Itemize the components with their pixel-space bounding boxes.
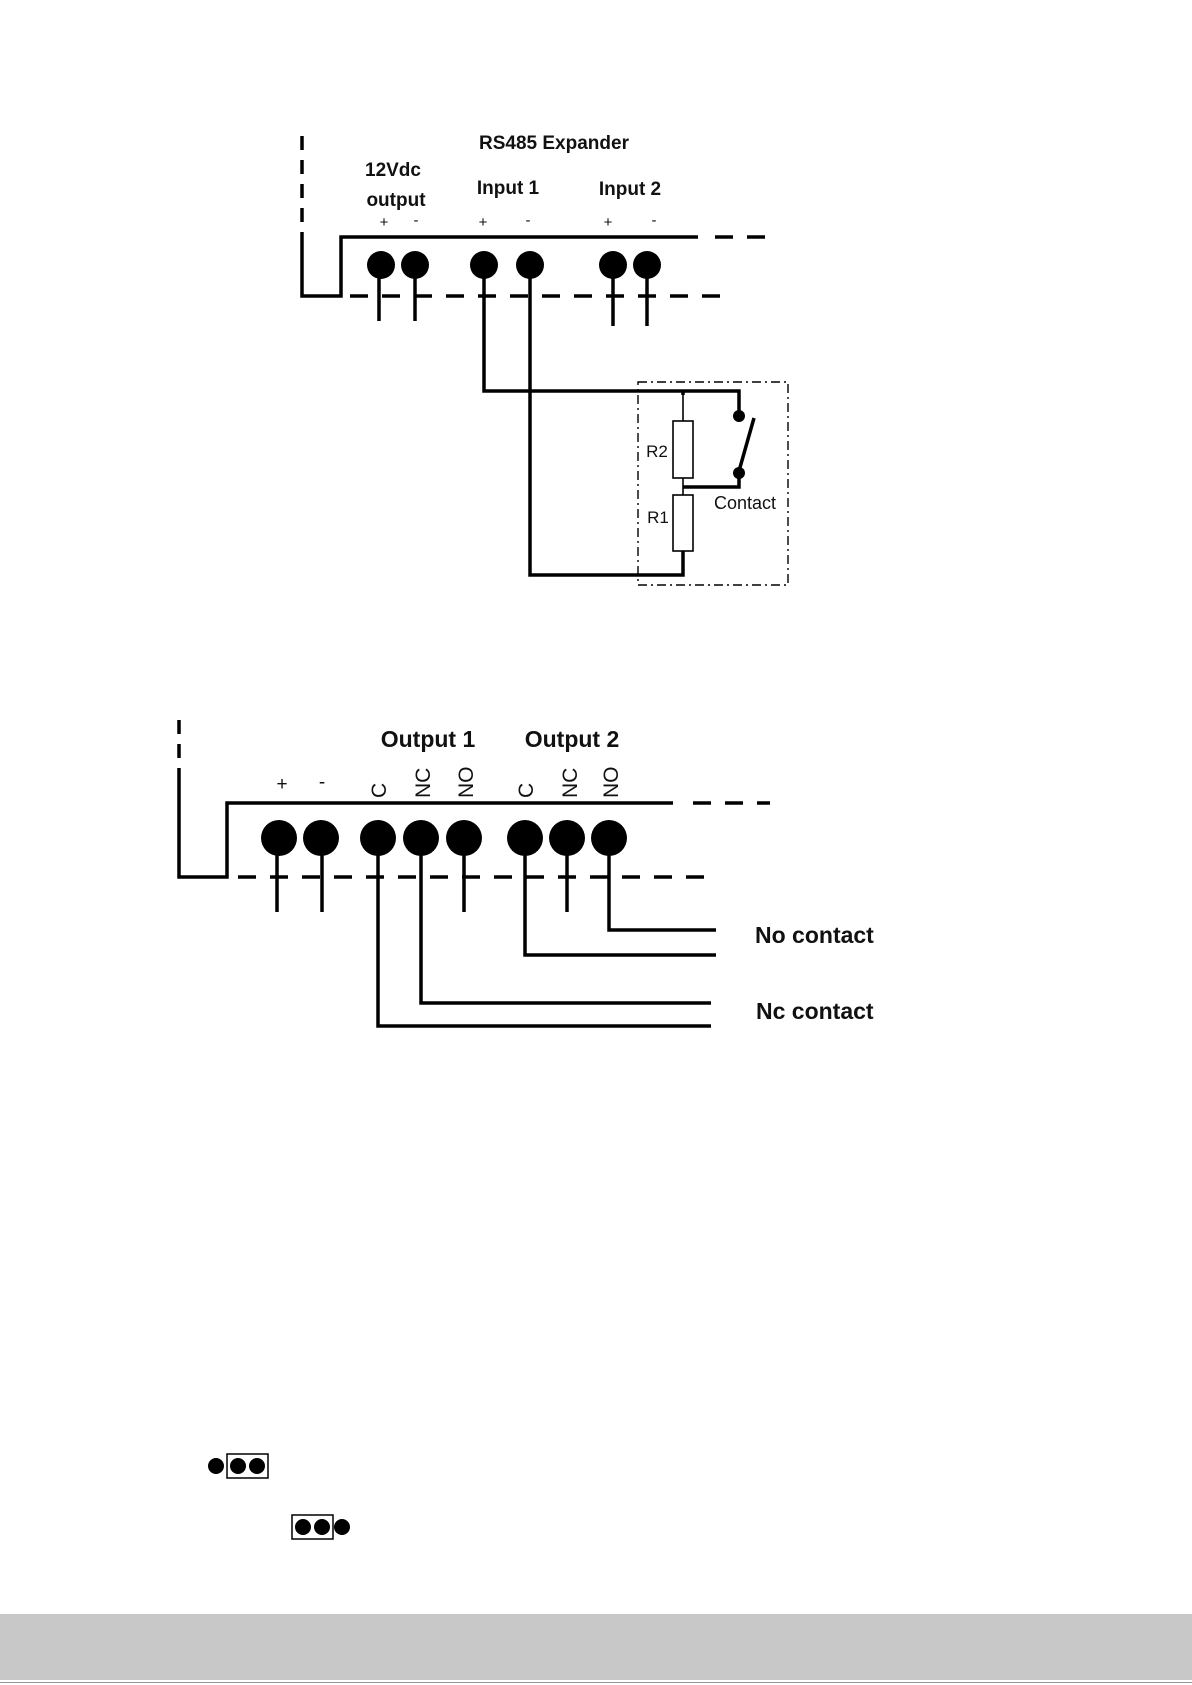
terminal-label-out1-no: NO	[455, 767, 478, 799]
rotated-terminal-labels: C NC NO C NC NO	[368, 767, 623, 799]
eol-enclosure	[638, 382, 788, 585]
terminal-label-out2-c: C	[515, 783, 538, 798]
terminal-12v-plus	[367, 251, 395, 279]
diagram-title: RS485 Expander	[479, 133, 630, 154]
wire-out2-no	[609, 838, 716, 930]
jumper-right-position-icon	[292, 1515, 350, 1539]
resistor-r1	[673, 495, 693, 551]
terminal-label-in1-minus: -	[526, 212, 531, 229]
terminal-label-plus: +	[276, 774, 287, 795]
contact-switch-blade	[739, 418, 754, 471]
terminal-label-12v-minus: -	[414, 212, 419, 229]
jumper-left-position-icon	[208, 1454, 268, 1478]
terminal-label-in2-plus: +	[604, 214, 613, 231]
terminal-block-outputs	[261, 820, 627, 912]
terminal-label-minus: -	[319, 772, 325, 793]
group-label-12v: 12Vdc	[365, 160, 421, 181]
terminal-plus	[261, 820, 297, 856]
resistor-label-r2: R2	[646, 442, 668, 461]
terminal-label-12v-plus: +	[380, 214, 389, 231]
terminal-label-out1-nc: NC	[412, 768, 435, 798]
group-label-output2: Output 2	[525, 726, 620, 752]
wire-input1-minus	[530, 265, 683, 575]
resistor-r2	[673, 421, 693, 478]
footer-bar	[0, 1614, 1192, 1680]
resistor-label-r1: R1	[647, 508, 669, 527]
wire-contact-lower	[683, 474, 739, 487]
contact-label: Contact	[714, 493, 776, 513]
input-wiring-diagram: RS485 Expander 12Vdc output Input 1 Inpu…	[302, 133, 788, 585]
terminal-block-inputs	[367, 251, 661, 326]
terminal-label-in2-minus: -	[652, 212, 657, 229]
footer-rule	[0, 1682, 1192, 1683]
group-label-input1: Input 1	[477, 178, 540, 199]
terminal-label-out2-nc: NC	[559, 768, 582, 798]
wire-out1-c	[378, 838, 711, 1026]
terminal-label-out1-c: C	[368, 783, 391, 798]
terminal-label-out2-no: NO	[600, 767, 623, 799]
terminal-label-in1-plus: +	[479, 214, 488, 231]
no-contact-label: No contact	[755, 922, 874, 948]
wire-out2-c	[525, 838, 716, 955]
output-wiring-diagram: Output 1 Output 2 + - C NC NO C NC NO	[179, 720, 874, 1026]
group-label-12v-output: output	[366, 190, 426, 211]
group-label-output1: Output 1	[381, 726, 476, 752]
group-label-input2: Input 2	[599, 179, 661, 200]
contact-terminal-top	[733, 410, 745, 422]
nc-contact-label: Nc contact	[756, 998, 874, 1024]
